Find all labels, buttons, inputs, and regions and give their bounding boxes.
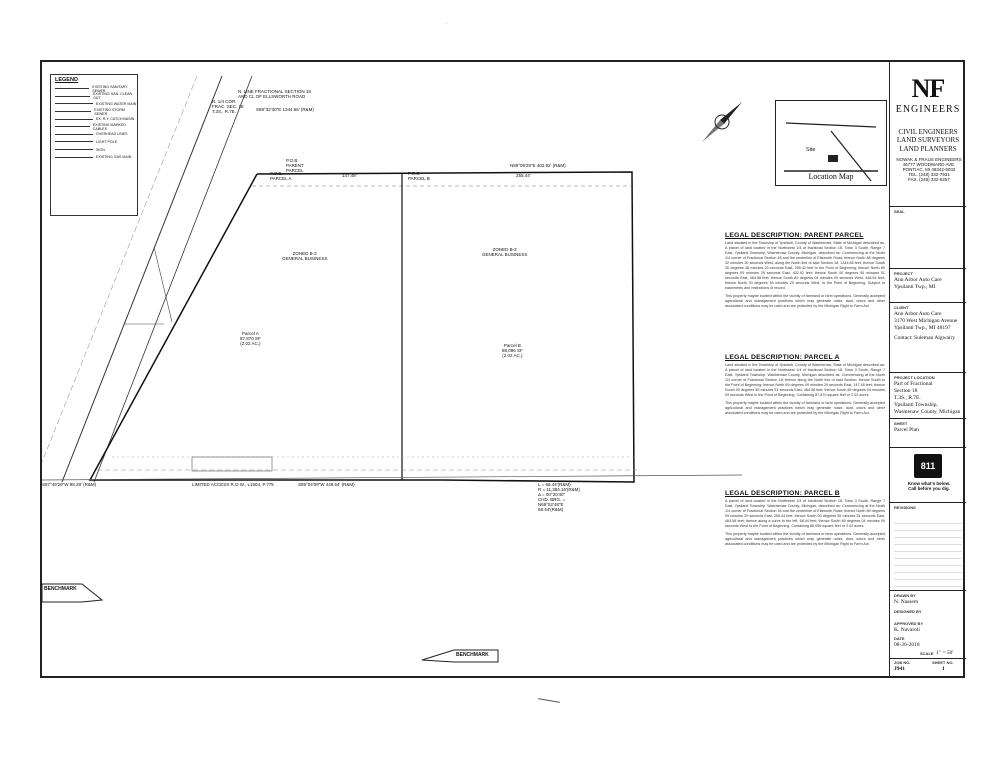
legal-b-note: This property maybe located within the v… bbox=[725, 531, 885, 546]
legend-item: OVERHEAD LINES bbox=[51, 131, 137, 139]
location-map-roads bbox=[784, 122, 878, 182]
site-label: Site bbox=[806, 147, 816, 153]
legend-item: EXISTING STORM SEWER bbox=[51, 108, 137, 116]
pob-parcel-b-label: P.O.B. PARCEL B bbox=[408, 171, 430, 181]
phone: TEL. (248) 332-7931 bbox=[908, 171, 950, 177]
seal-label: SEAL bbox=[894, 209, 905, 214]
company-logo: NF ENGINEERS bbox=[890, 74, 966, 115]
quarter-corner-label: N. 1/4 COR. FRAC. SEC. 18 T.3S., R.7E. bbox=[212, 99, 244, 114]
date: 08-26-2018 bbox=[894, 642, 920, 648]
address-line: 46777 WOODWARD AVE. bbox=[902, 161, 956, 167]
legend-box: LEGEND EXISTING SANITARY SEWER EXISTING … bbox=[50, 74, 138, 216]
parcel-b-area: Parcel B 88,096 SF (2.02 AC.) bbox=[502, 343, 523, 358]
client-label: CLIENT bbox=[894, 305, 909, 310]
designed-by-label: DESIGNED BY bbox=[894, 609, 922, 614]
legal-parent-parcel: LEGAL DESCRIPTION: PARENT PARCEL Land si… bbox=[725, 232, 885, 312]
sheet-no: 1 bbox=[942, 666, 945, 672]
job-no: J941 bbox=[894, 666, 905, 672]
legal-a-text: Land situated in the Township of Ypsilan… bbox=[725, 363, 885, 397]
legend-item: SIGN bbox=[51, 146, 137, 154]
legal-parcel-b: LEGAL DESCRIPTION: PARCEL B A parcel of … bbox=[725, 490, 885, 550]
page-speck: · bbox=[446, 21, 448, 26]
pob-parcel-a-label: P.O.B. PARCEL A bbox=[270, 171, 292, 181]
service-item: LAND PLANNERS bbox=[899, 144, 957, 153]
project-name: Ann Arbor Auto Care Ypsilanti Twp., MI bbox=[894, 277, 942, 290]
sheet-no-label: SHEET NO. bbox=[932, 660, 954, 665]
site-plan: N. LINE FRACTIONAL SECTION 18 AND CL OF … bbox=[42, 62, 742, 680]
legend-item: EXISTING MARKED CABLES bbox=[51, 123, 137, 131]
drawn-by-label: DRAWN BY bbox=[894, 593, 916, 598]
top-segment-b: 255.44' bbox=[516, 173, 531, 178]
approved-by-label: APPROVED BY bbox=[894, 621, 924, 626]
legal-parent-text: Land situated in the Township of Ypsilan… bbox=[725, 241, 885, 290]
legend-item: EXISTING SAN. CLEAN OUT bbox=[51, 92, 137, 100]
legend-item: LIGHT POLE bbox=[51, 138, 137, 146]
zoning-parcel-b: ZONED B-3 GENERAL BUSINESS bbox=[482, 247, 528, 257]
project-label: PROJECT bbox=[894, 271, 913, 276]
location-map-title: Location Map bbox=[808, 172, 854, 181]
legal-parent-title: LEGAL DESCRIPTION: PARENT PARCEL bbox=[725, 232, 864, 239]
logo-word: ENGINEERS bbox=[895, 104, 961, 115]
miss-dig-text: Know what's below. Call before you dig. bbox=[907, 481, 951, 491]
top-bearing: N89°09'29"E 402.92' (R&M) bbox=[510, 163, 566, 168]
client-info: Ann Arbor Auto Care 3170 West Michigan A… bbox=[894, 311, 958, 331]
approved-by: K. Navaroli bbox=[894, 627, 920, 633]
service-item: CIVIL ENGINEERS bbox=[898, 128, 958, 136]
site-plan-linework bbox=[42, 75, 742, 663]
benchmark-label-2: BENCHMARK bbox=[456, 652, 489, 658]
project-location: Part of Fractional Section 18 T.3S., R.7… bbox=[894, 381, 961, 415]
north-line-label: N. LINE FRACTIONAL SECTION 18 AND CL OF … bbox=[238, 89, 311, 99]
services-list: CIVIL ENGINEERS LAND SURVEYORS LAND PLAN… bbox=[890, 128, 966, 153]
address-line: PONTIAC, MI 48342-5032 bbox=[902, 166, 956, 172]
firm-address: NOWAK & FRAUS ENGINEERS 46777 WOODWARD A… bbox=[894, 157, 964, 183]
pob-parent-label: P.O.B. PARENT PARCEL bbox=[286, 158, 304, 173]
project-location-label: PROJECT LOCATION bbox=[894, 375, 935, 380]
legal-parent-note: This property maybe located within the v… bbox=[725, 293, 885, 308]
legal-a-title: LEGAL DESCRIPTION: PARCEL A bbox=[725, 354, 840, 361]
north-bearing: S88°32'30"E 1344.66' (R&M) bbox=[256, 107, 314, 112]
legend-item: EXISTING GAS MAIN bbox=[51, 153, 137, 161]
revisions-table bbox=[894, 517, 962, 587]
legend-item: EXISTING SANITARY SEWER bbox=[51, 85, 137, 93]
legal-b-text: A parcel of land located in the Northwes… bbox=[725, 499, 885, 528]
scale-label: SCALE bbox=[920, 651, 934, 656]
title-block: NF ENGINEERS CIVIL ENGINEERS LAND SURVEY… bbox=[889, 62, 966, 678]
bottom-bearing: S89°04'09"W 448.54' (R&M) bbox=[298, 482, 355, 487]
legend-item: EXISTING WATER MAIN bbox=[51, 100, 137, 108]
sheet-label: SHEET bbox=[894, 421, 908, 426]
bottom-left-bearing: S87°49'29"W 98.28' (R&M) bbox=[42, 482, 97, 487]
client-contact: Contact: Suleman Algwairy bbox=[894, 335, 956, 341]
curve-data: L = 68.44'(R&M) R = 11,384.16'(R&M) Δ = … bbox=[538, 482, 580, 512]
legend-title: LEGEND bbox=[55, 77, 78, 83]
sheet-title: Parcel Plan bbox=[894, 427, 919, 433]
drawn-by: N. Nassem bbox=[894, 599, 919, 605]
scale: 1" = 50' bbox=[936, 650, 954, 656]
job-no-label: JOB NO. bbox=[894, 660, 911, 665]
legal-b-title: LEGAL DESCRIPTION: PARCEL B bbox=[725, 490, 840, 497]
legal-a-note: This property maybe located within the v… bbox=[725, 400, 885, 415]
scan-artifact bbox=[538, 698, 560, 703]
drawing-sheet: N. LINE FRACTIONAL SECTION 18 AND CL OF … bbox=[40, 60, 966, 680]
logo-letters: NF bbox=[911, 74, 946, 103]
north-arrow-icon bbox=[702, 102, 742, 142]
row-label: LIMITED ACCESS R.O.W., L1504, P.775 bbox=[192, 482, 274, 487]
fax: FAX. (248) 332-8257 bbox=[908, 176, 950, 182]
miss-dig-811-logo: 811 bbox=[914, 454, 942, 478]
site-marker bbox=[828, 155, 838, 162]
parcel-a-area: Parcel A 87,870 SF (2.02 AC.) bbox=[240, 331, 261, 346]
location-map: Site Location Map bbox=[775, 100, 887, 186]
legend-item: EX. R.Y. CATCH BASIN bbox=[51, 115, 137, 123]
service-item: LAND SURVEYORS bbox=[896, 136, 960, 145]
top-segment-a: 147.48' bbox=[342, 173, 357, 178]
date-label: DATE bbox=[894, 636, 905, 641]
revisions-label: REVISIONS bbox=[894, 505, 916, 510]
legal-parcel-a: LEGAL DESCRIPTION: PARCEL A Land situate… bbox=[725, 354, 885, 419]
firm-name: NOWAK & FRAUS ENGINEERS bbox=[896, 157, 962, 162]
zoning-parcel-a: ZONED B-3 GENERAL BUSINESS bbox=[282, 251, 328, 261]
benchmark-label: BENCHMARK bbox=[44, 586, 77, 592]
